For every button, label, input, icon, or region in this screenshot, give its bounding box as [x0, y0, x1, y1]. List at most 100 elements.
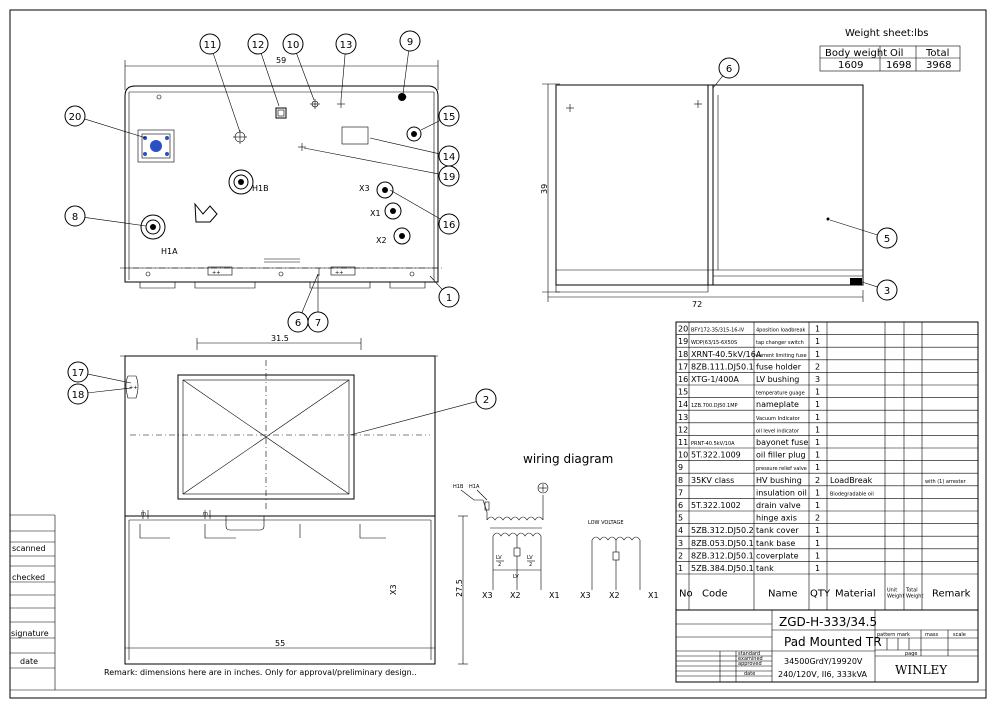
header-cell: Name	[768, 589, 798, 600]
callout-5: 5	[829, 219, 898, 249]
row-name: current limiting fuse	[756, 353, 807, 359]
callout-20: 20	[64, 105, 147, 139]
callout-label: 20	[69, 112, 82, 123]
row-name: temperature guage	[756, 391, 805, 397]
remark-text: Remark: dimensions here are in inches. O…	[104, 668, 417, 677]
title-examined: examined	[738, 656, 763, 662]
weight-header-total: Total	[925, 48, 949, 59]
header-cell: No	[679, 589, 693, 600]
row-name: drain valve	[756, 501, 801, 510]
row-code: 1ZB.700.DJ50.1MP	[691, 403, 738, 409]
row-qty: 1	[815, 564, 820, 573]
label-h1b: H1B	[252, 184, 269, 193]
row-qty: 1	[815, 501, 820, 510]
bottom-view: 31.5 ++ m m X3 27.5 55	[120, 334, 468, 665]
wiring-lv-left: LV	[496, 555, 502, 561]
row-code: XTG-1/400A	[691, 375, 739, 384]
wiring-x3: X3	[482, 591, 493, 600]
row-name: hinge axis	[756, 514, 797, 523]
row-name: oil filler plug	[756, 451, 806, 460]
callout-12: 12	[247, 33, 280, 107]
row-no: 17	[678, 362, 688, 371]
dim-bottom-width: 31.5	[271, 334, 289, 343]
dim-top-width: 59	[276, 56, 286, 65]
wiring-two-left: 2	[498, 562, 501, 568]
weight-header-oil: Oil	[890, 48, 903, 59]
dim-bottom-total: 55	[275, 639, 285, 648]
row-qty: 1	[815, 388, 820, 397]
callout-2: 2	[349, 388, 497, 436]
callout-6: 6	[287, 273, 319, 333]
sheet-border	[9, 9, 987, 699]
wiring-lv-right: LV	[527, 555, 533, 561]
weight-value-total: 3968	[926, 60, 951, 71]
row-material: LoadBreak	[830, 476, 873, 485]
callout-label: 7	[315, 318, 321, 329]
title-scale: scale	[953, 632, 966, 638]
callout-label: 3	[884, 286, 890, 297]
row-material: Biodegradable oil	[830, 491, 874, 497]
row-code: 5T.322.1009	[691, 451, 741, 460]
row-remark: with (1) arrester	[925, 479, 967, 485]
callout-label: 17	[72, 368, 85, 379]
left-signature-block: scanned checked signature date	[10, 514, 56, 690]
row-no: 7	[678, 488, 683, 497]
row-qty: 1	[815, 451, 820, 460]
title-product: Pad Mounted TR	[784, 635, 882, 649]
row-name: pressure relief valve	[756, 466, 807, 472]
callout-11: 11	[199, 33, 241, 133]
wiring-lv-mid: LV	[513, 574, 519, 580]
callout-1: 1	[429, 275, 460, 308]
row-no: 2	[678, 551, 683, 560]
row-name: LV bushing	[756, 375, 799, 384]
row-code: WDP(63/15-6X50S	[691, 340, 737, 346]
row-name: bayonet fuse	[756, 438, 808, 447]
label-x1: X1	[370, 209, 381, 218]
row-no: 10	[678, 451, 688, 460]
title-standard: standard	[738, 651, 760, 657]
title-pattern-mark: pattern mark	[877, 632, 910, 638]
wiring-h1b: H1B	[453, 484, 464, 490]
row-code: 5ZB.384.DJ50.1	[691, 564, 754, 573]
callout-label: 9	[407, 37, 413, 48]
callout-label: 2	[483, 395, 489, 406]
callout-label: 8	[72, 212, 78, 223]
callout-label: 10	[287, 40, 300, 51]
dim-side-width: 72	[692, 300, 702, 309]
callout-3: 3	[861, 279, 898, 301]
dim-side-height: 39	[540, 184, 549, 194]
row-code: 5T.322.1002	[691, 501, 741, 510]
row-name: nameplate	[756, 400, 799, 409]
callout-label: 14	[443, 152, 456, 163]
svg-text:++: ++	[129, 385, 137, 391]
left-label-scanned: scanned	[12, 544, 46, 553]
weight-value-oil: 1698	[886, 60, 911, 71]
wiring-title: wiring diagram	[523, 452, 613, 466]
row-qty: 1	[815, 325, 820, 334]
row-no: 16	[678, 375, 688, 384]
row-qty: 1	[815, 413, 820, 422]
row-no: 12	[678, 425, 688, 434]
row-qty: 1	[815, 488, 820, 497]
callout-13: 13	[335, 33, 357, 101]
row-name: coverplate	[756, 551, 799, 560]
label-x3: X3	[359, 184, 370, 193]
svg-text:++: ++	[212, 270, 220, 276]
row-no: 5	[678, 514, 683, 523]
row-qty: 1	[815, 438, 820, 447]
callout-label: 6	[295, 318, 301, 329]
header-cell: Material	[835, 589, 876, 600]
callout-label: 6	[726, 64, 732, 75]
